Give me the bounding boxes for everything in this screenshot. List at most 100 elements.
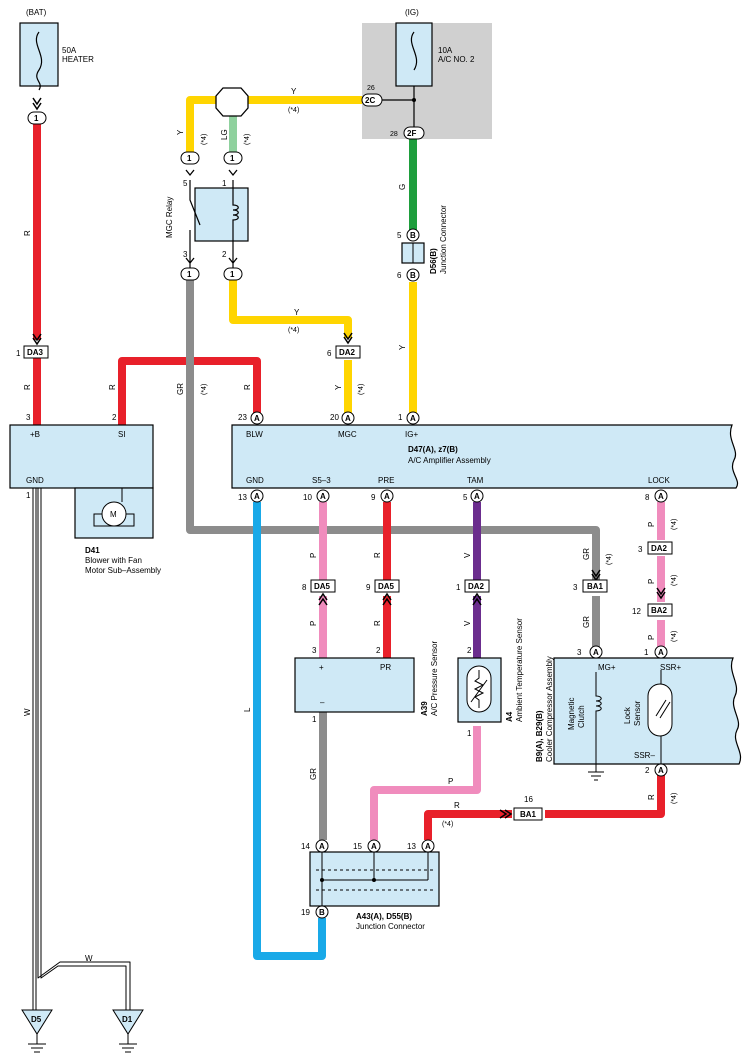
amp-gnd-pin-label: A bbox=[254, 492, 260, 501]
blower-pin-b-num: 3 bbox=[26, 413, 31, 422]
wire-label-p-ambient: P bbox=[448, 777, 453, 786]
wire-label-y-mgc2: Y bbox=[334, 384, 343, 390]
da3-num: 1 bbox=[16, 349, 21, 358]
amp-ig-pin bbox=[406, 411, 420, 425]
wire-l-gnd bbox=[253, 502, 326, 960]
a43-dot-1 bbox=[320, 878, 324, 882]
comp-clutch-coil-icon bbox=[595, 672, 602, 758]
amp-s53-num: 10 bbox=[303, 493, 312, 502]
ba1a-num: 3 bbox=[573, 583, 578, 592]
comp-clutch1: Magnetic bbox=[567, 698, 576, 730]
wire-gr-main bbox=[186, 280, 600, 580]
wire-label-y-left: Y bbox=[176, 129, 185, 135]
da2b-num: 1 bbox=[456, 583, 461, 592]
relay-title: MGC Relay bbox=[165, 197, 174, 238]
amp-ig-pin-label: A bbox=[410, 414, 416, 423]
relay-p2: 2 bbox=[222, 250, 227, 259]
comp-lock-sensor-lines bbox=[655, 670, 671, 770]
bat-fuse-box bbox=[19, 22, 59, 87]
ambient-resistor-icon bbox=[470, 670, 488, 708]
relay-c1: 1 bbox=[187, 154, 192, 163]
amp-s53-pin-label: A bbox=[320, 492, 326, 501]
wire-label-v-tam: V bbox=[463, 552, 472, 558]
amp-mgc-pin bbox=[341, 411, 355, 425]
ba2-arrow-icon bbox=[656, 587, 666, 600]
wire-label-gr-main: GR bbox=[176, 383, 185, 395]
comp-ssrp-pin-label: A bbox=[658, 648, 664, 657]
a43-dot-2 bbox=[372, 878, 376, 882]
d56-name: Junction Connector bbox=[439, 205, 448, 274]
comp-ssrm: SSR– bbox=[634, 751, 655, 760]
blower-pin-b: +B bbox=[30, 430, 40, 439]
ba1b: BA1 bbox=[520, 810, 537, 819]
comp-ssrp-num: 1 bbox=[644, 648, 649, 657]
amp-mgc-pin-label: A bbox=[345, 414, 351, 423]
wire-note-y-top: (*4) bbox=[288, 107, 299, 114]
blower-name1: Blower with Fan bbox=[85, 556, 142, 565]
wire-note-r-ssr: (*4) bbox=[671, 793, 678, 804]
relay-top-oval-1 bbox=[180, 151, 200, 165]
da2a: DA2 bbox=[339, 348, 356, 357]
pressure-id: A39 bbox=[420, 701, 429, 716]
ig-2c-oval bbox=[361, 93, 383, 107]
ig-label: (IG) bbox=[405, 8, 419, 17]
amp-name: A/C Amplifier Assembly bbox=[408, 456, 491, 465]
a43-id: A43(A), D55(B) bbox=[356, 912, 412, 921]
ambient-p1: 1 bbox=[467, 729, 472, 738]
d56-pin-bottom-label: B bbox=[410, 271, 416, 280]
ground-d1-icon bbox=[112, 1009, 144, 1035]
a43-name: Junction Connector bbox=[356, 922, 425, 931]
da2b-arrow-icon bbox=[472, 592, 482, 606]
pressure-pr: PR bbox=[380, 663, 391, 672]
wire-note-gr-main: (*4) bbox=[201, 384, 208, 395]
amp-tam: TAM bbox=[467, 476, 484, 485]
ambient-id: A4 bbox=[505, 711, 514, 722]
pressure-plus-num: 3 bbox=[312, 646, 317, 655]
pressure-minus-num: 1 bbox=[312, 715, 317, 724]
comp-ground-icon bbox=[588, 758, 604, 781]
blower-motor-wires bbox=[93, 488, 135, 527]
amp-s53: S5–3 bbox=[312, 476, 331, 485]
amp-pre-pin-label: A bbox=[384, 492, 390, 501]
wire-r-ssr bbox=[545, 775, 665, 818]
a43-dashed-lines bbox=[316, 869, 436, 891]
blower-pin-si-num: 2 bbox=[112, 413, 117, 422]
a43-p19-label: B bbox=[319, 908, 325, 917]
bat-fuse-rating: 50A bbox=[62, 46, 77, 55]
a43-p15-pin bbox=[367, 839, 381, 853]
a43-p19: 19 bbox=[301, 908, 310, 917]
relay-top-arrow-icon bbox=[185, 169, 238, 177]
wire-label-y-ig: Y bbox=[398, 344, 407, 350]
wire-note-gr-ba1: (*4) bbox=[606, 554, 613, 565]
blower-name2: Motor Sub–Assembly bbox=[85, 566, 161, 575]
d56-p6: 6 bbox=[397, 271, 402, 280]
wire-label-v-tam-2: V bbox=[463, 620, 472, 626]
relay-c4: 1 bbox=[230, 270, 235, 279]
da5b: DA5 bbox=[378, 582, 395, 591]
relay-top-oval-2 bbox=[223, 151, 243, 165]
da5b-box bbox=[374, 579, 400, 593]
da2b: DA2 bbox=[468, 582, 485, 591]
amp-gnd: GND bbox=[246, 476, 264, 485]
amp-ig: IG+ bbox=[405, 430, 418, 439]
amp-lock-pin bbox=[654, 489, 668, 503]
amp-pre-pin bbox=[380, 489, 394, 503]
pressure-pr-num: 2 bbox=[376, 646, 381, 655]
comp-id: B9(A), B29(B) bbox=[535, 710, 544, 762]
amp-ig-num: 1 bbox=[398, 413, 403, 422]
amp-lock: LOCK bbox=[648, 476, 670, 485]
amp-tam-num: 5 bbox=[463, 493, 468, 502]
relay-bottom-arrow-icon bbox=[185, 257, 238, 265]
wire-label-lg: LG bbox=[220, 129, 229, 140]
ba1a: BA1 bbox=[587, 582, 604, 591]
bat-label: (BAT) bbox=[26, 8, 47, 17]
amp-tam-pin bbox=[470, 489, 484, 503]
da3-arrow-icon bbox=[32, 333, 42, 346]
wire-label-r-ssr: R bbox=[647, 794, 656, 800]
a43-p13: 13 bbox=[407, 842, 416, 851]
wire-note-r-ssr2: (*4) bbox=[442, 821, 453, 828]
comp-mg-pin bbox=[589, 645, 603, 659]
da2a-num: 6 bbox=[327, 349, 332, 358]
wire-note-p-lock3: (*4) bbox=[671, 631, 678, 642]
wire-label-p-s53-2: P bbox=[309, 621, 318, 626]
